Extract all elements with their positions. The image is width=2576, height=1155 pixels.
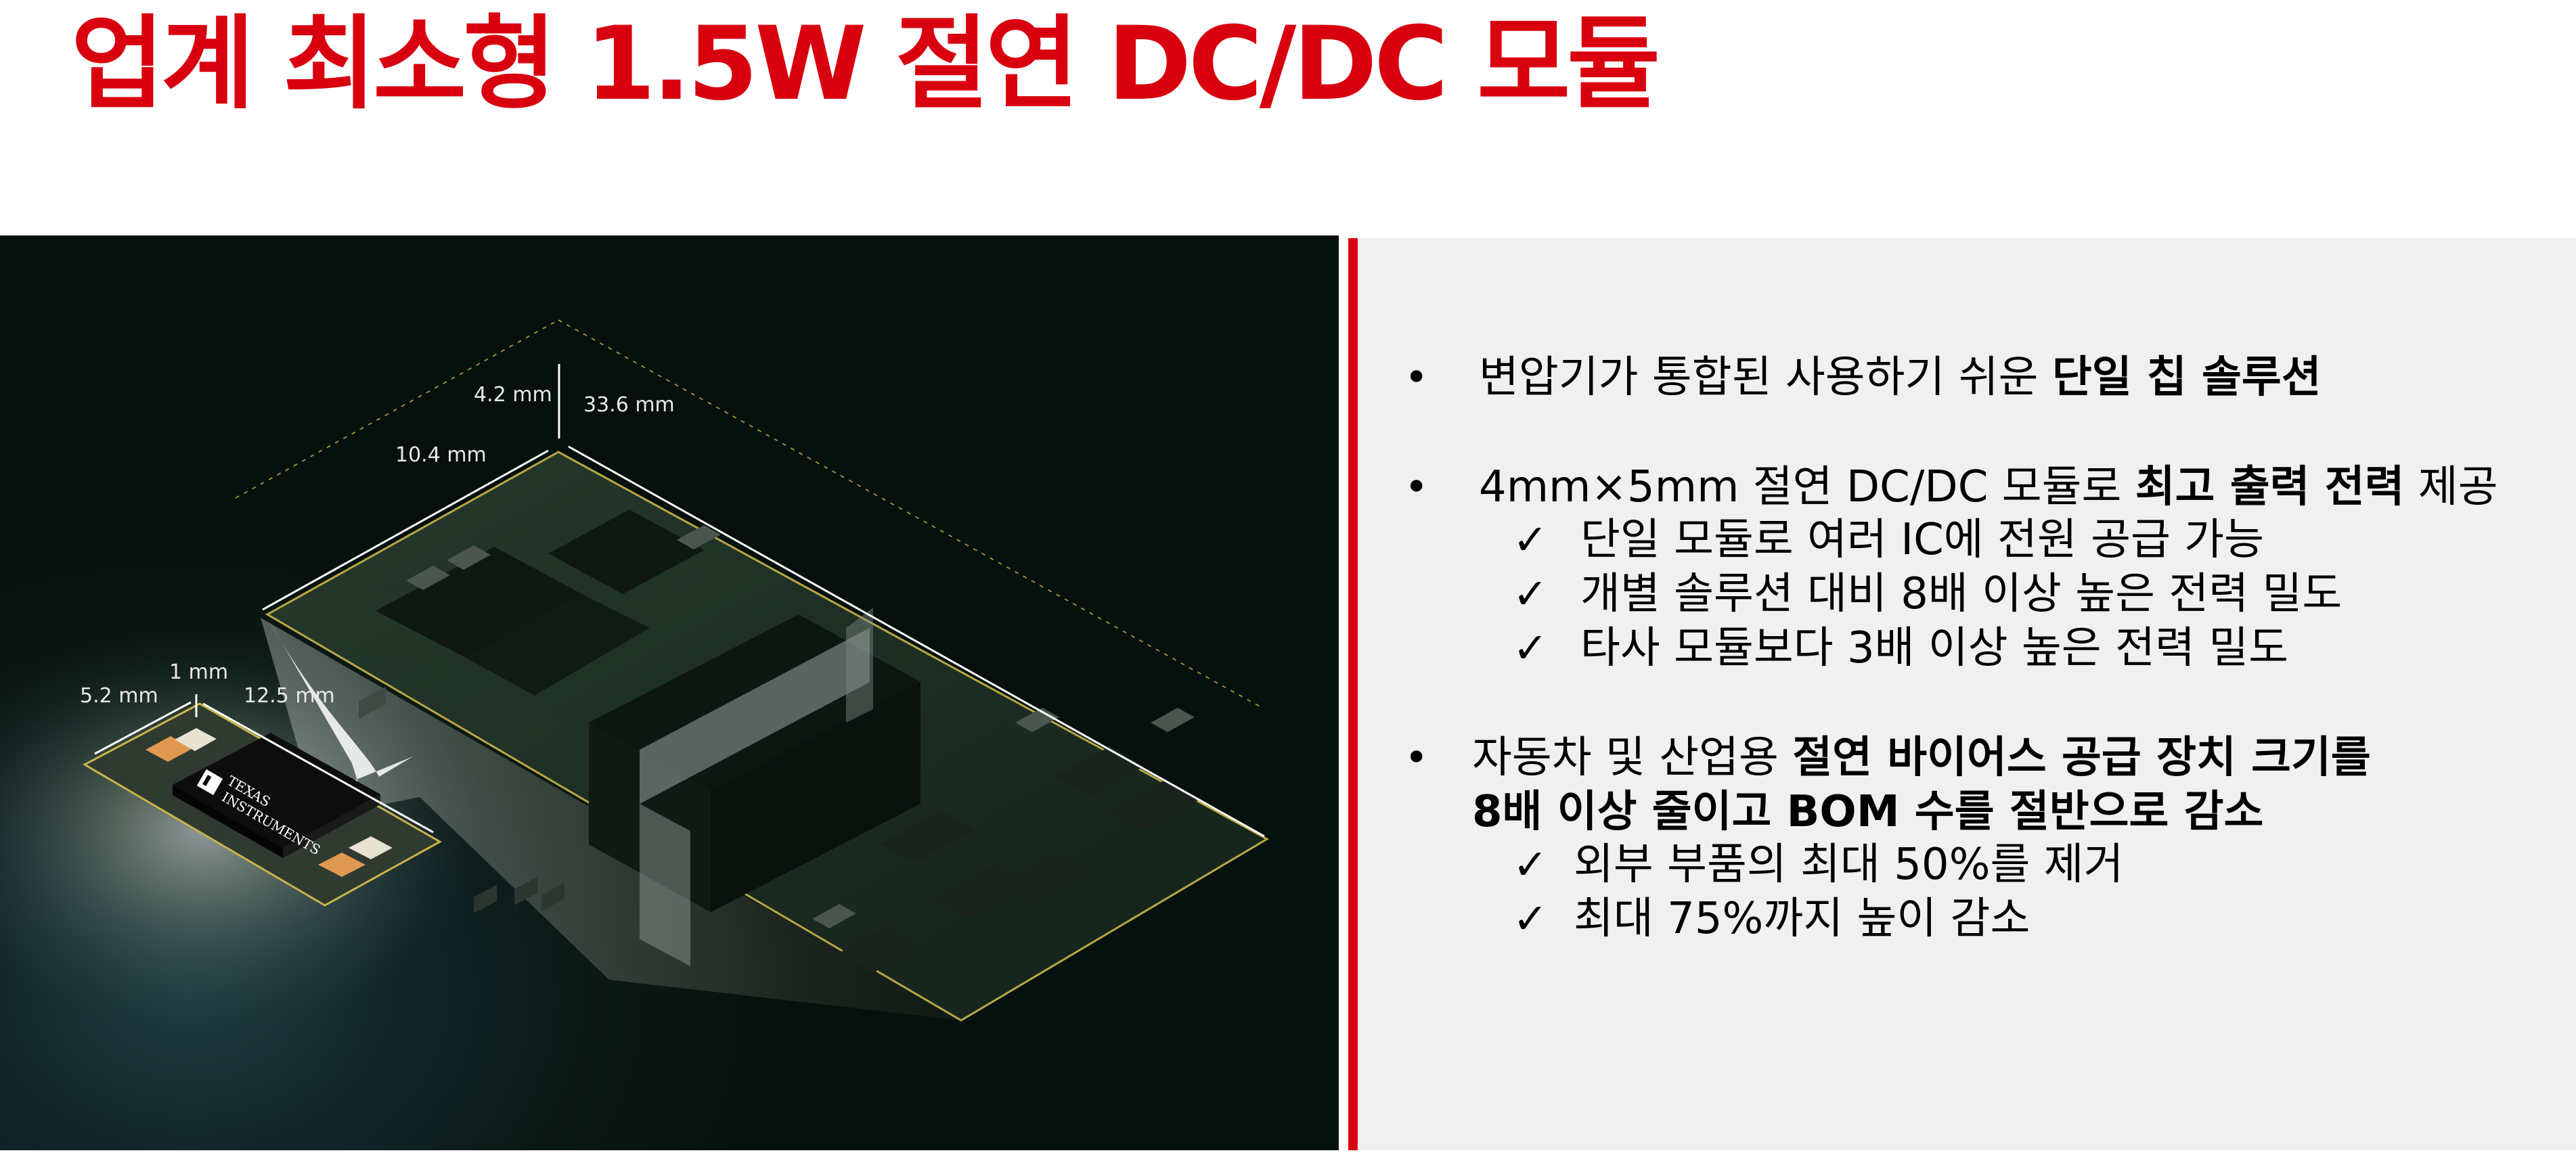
small-length-label: 12.5 mm: [244, 684, 335, 708]
bullet-dot: •: [1404, 354, 1429, 401]
check-icon: ✓: [1513, 515, 1548, 564]
small-module-dimension-lines: [94, 694, 434, 834]
bullet-2-sub-2: 개별 솔루션 대비 8배 이상 높은 전력 밀도: [1580, 569, 2342, 619]
small-height-label: 1 mm: [169, 660, 228, 684]
small-width-label: 5.2 mm: [80, 684, 158, 708]
bullet-3-text-line2: 8배 이상 줄이고 BOM 수를 절반으로 감소: [1472, 787, 2264, 837]
slide-title: 업계 최소형 1.5W 절연 DC/DC 모듈: [71, 5, 1660, 123]
check-icon: ✓: [1513, 623, 1548, 673]
check-icon: ✓: [1513, 840, 1548, 889]
bullet-3-sub-2: 최대 75%까지 높이 감소: [1574, 894, 2030, 944]
large-module-outline: [235, 319, 1263, 708]
small-module-passives: [146, 728, 393, 877]
ti-logo-icon: [196, 769, 223, 796]
bullet-1-text: 변압기가 통합된 사용하기 쉬운 단일 칩 솔루션: [1479, 353, 2322, 403]
bullet-3-sub-1: 외부 부품의 최대 50%를 제거: [1574, 840, 2124, 890]
check-icon: ✓: [1513, 569, 1548, 618]
red-divider: [1348, 238, 1358, 1150]
large-module-dimension-lines: [262, 364, 1265, 838]
large-length-label: 33.6 mm: [583, 393, 675, 417]
bullet-2-sub-3: 타사 모듈보다 3배 이상 높은 전력 밀도: [1580, 623, 2288, 673]
ti-module-chip: TEXAS INSTRUMENTS: [173, 733, 380, 858]
check-icon: ✓: [1513, 894, 1548, 943]
large-height-label: 4.2 mm: [474, 383, 552, 407]
bullet-dot: •: [1404, 734, 1429, 782]
module-illustration: 4.2 mm 33.6 mm 10.4 mm TEXAS INSTRUMENTS: [0, 235, 1339, 1150]
bullet-3-text-line1: 자동차 및 산업용 절연 바이어스 공급 장치 크기를: [1472, 733, 2371, 783]
bullet-2-sub-1: 단일 모듈로 여러 IC에 전원 공급 가능: [1580, 515, 2264, 565]
large-width-label: 10.4 mm: [395, 443, 487, 467]
large-module-components: [359, 509, 1198, 973]
bullet-2-text: 4mm×5mm 절연 DC/DC 모듈로 최고 출력 전력 제공: [1479, 462, 2498, 512]
module-comparison-diagram: 4.2 mm 33.6 mm 10.4 mm TEXAS INSTRUMENTS: [0, 319, 1270, 1034]
feature-panel: [1358, 238, 2576, 1150]
bullet-dot: •: [1404, 463, 1429, 511]
